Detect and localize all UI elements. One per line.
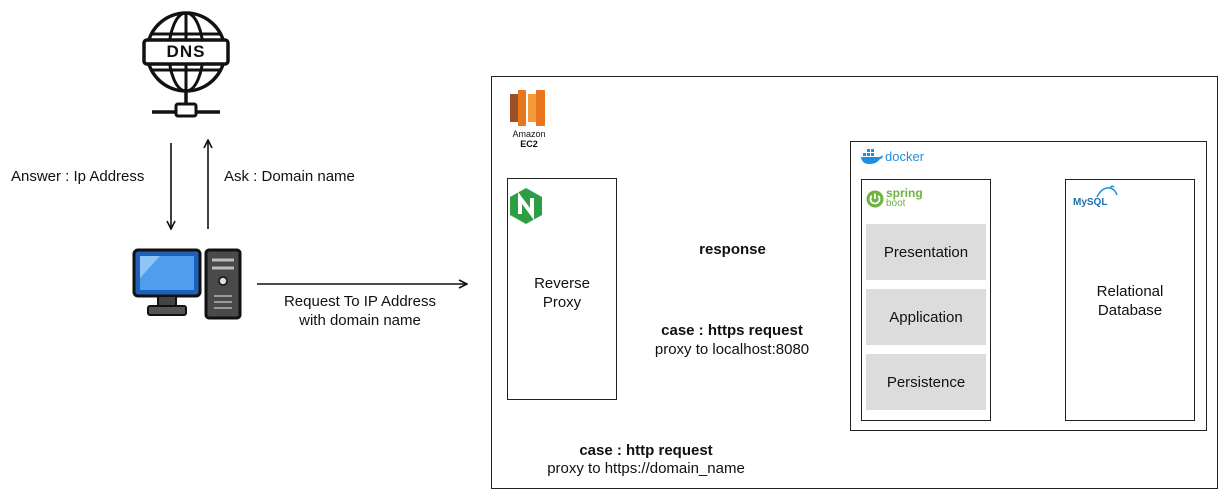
spring-power-icon xyxy=(866,190,884,208)
database-label-line1: Relational xyxy=(1096,283,1164,300)
ec2-icon xyxy=(510,90,545,126)
answer-label: Answer : Ip Address xyxy=(11,168,145,185)
layer-application: Application xyxy=(866,289,986,345)
mysql-dolphin-icon xyxy=(1096,185,1118,198)
http-case-detail: proxy to https://domain_name xyxy=(547,460,745,477)
database-label-line2: Database xyxy=(1097,302,1163,319)
nginx-label-line2: Proxy xyxy=(542,294,582,311)
ask-label: Ask : Domain name xyxy=(224,168,355,185)
spring-label: spring xyxy=(886,186,923,200)
https-case-detail: proxy to localhost:8080 xyxy=(654,341,810,358)
http-case-title: case : http request xyxy=(579,442,713,459)
nginx-label-line1: Reverse xyxy=(534,275,590,292)
dns-label: DNS xyxy=(166,42,206,61)
layer-presentation: Presentation xyxy=(866,224,986,280)
computer-icon xyxy=(132,248,242,320)
docker-whale-icon xyxy=(861,149,883,164)
request-label-line1: Request To IP Address xyxy=(283,293,437,310)
ec2-brand: Amazon xyxy=(512,129,546,139)
request-label-line2: with domain name xyxy=(299,312,421,329)
dns-icon: DNS xyxy=(138,8,234,120)
database-box xyxy=(1065,179,1195,421)
dns-globe-icon xyxy=(142,11,230,118)
docker-label: docker xyxy=(885,149,925,164)
spring-boot-label: boot xyxy=(886,198,906,209)
ec2-name: EC2 xyxy=(520,139,538,149)
layer-persistence: Persistence xyxy=(866,354,986,410)
nginx-icon xyxy=(510,188,542,224)
https-case-title: case : https request xyxy=(661,322,803,339)
mysql-logo: MySQL xyxy=(1073,197,1108,208)
response-label: response xyxy=(699,241,766,258)
